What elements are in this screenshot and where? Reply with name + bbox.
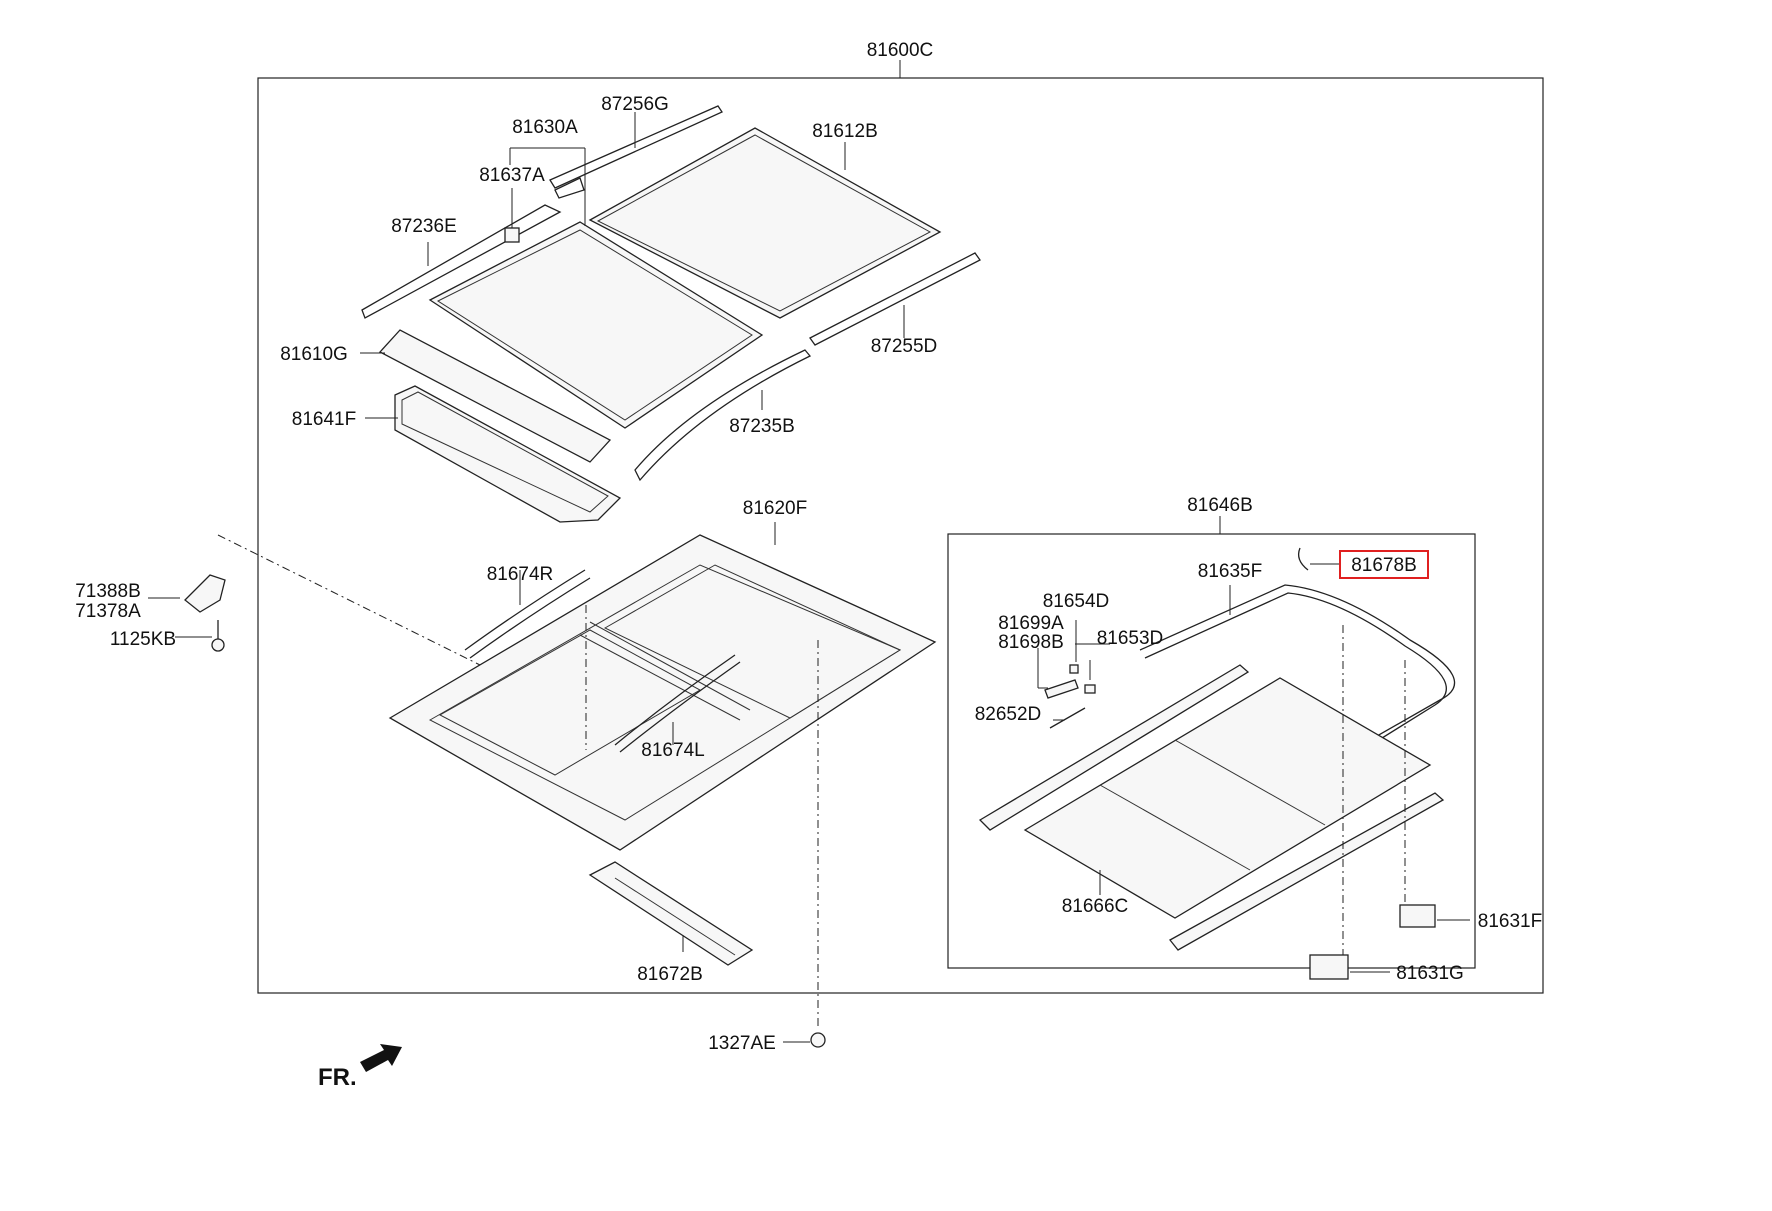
label-81631g: 81631G [1396, 963, 1464, 984]
fr-label: FR. [318, 1064, 357, 1091]
label-81637a: 81637A [479, 165, 545, 186]
label-81653d: 81653D [1097, 628, 1164, 649]
cable-82652d [1049, 707, 1086, 729]
label-1327ae: 1327AE [708, 1033, 776, 1054]
label-87255d: 87255D [871, 336, 938, 357]
front-direction-marker: FR. [318, 1044, 402, 1091]
motor-81631f [1399, 904, 1436, 928]
label-81646b: 81646B [1187, 495, 1253, 516]
label-81674r: 81674R [487, 564, 554, 585]
label-81678b[interactable]: 81678B [1351, 555, 1417, 576]
label-87235b: 87235B [729, 416, 795, 437]
label-71378a: 71378A [75, 601, 141, 622]
label-87236e: 87236E [391, 216, 457, 237]
weatherstrip-87255d [809, 252, 981, 346]
drain-hose-81674l [614, 654, 741, 753]
label-81674l: 81674L [641, 740, 704, 761]
roof-frame-81620f [388, 534, 937, 851]
sunshade-frame-81641f [394, 385, 622, 523]
trim-87235b [634, 349, 812, 482]
label-81612b: 81612B [812, 121, 878, 142]
deflector-81610g [378, 329, 612, 463]
drain-hose-81674r [464, 569, 591, 659]
sunroof-mechanism-frame-81635f [1139, 584, 1456, 787]
label-81610g: 81610G [280, 344, 348, 365]
label-87256g: 87256G [601, 94, 669, 115]
sub-assembly-frame [947, 533, 1476, 969]
fr-arrow-icon [360, 1044, 402, 1072]
connector-81653d [1084, 684, 1096, 694]
clip-81637a [504, 227, 520, 243]
label-81600c: 81600C [867, 40, 934, 61]
label-1125kb: 1125KB [110, 629, 176, 650]
label-82652d: 82652D [975, 704, 1042, 725]
motor-81631g [1309, 954, 1349, 980]
label-81654d: 81654D [1043, 591, 1110, 612]
label-81698b: 81698B [998, 632, 1064, 653]
label-71388b: 71388B [75, 581, 141, 602]
label-81672b: 81672B [637, 964, 703, 985]
bracket-71388b [184, 574, 226, 613]
roof-glass-rear [588, 127, 942, 319]
label-81635f: 81635F [1198, 561, 1262, 582]
label-81620f: 81620F [743, 498, 807, 519]
bolt-1125kb [211, 620, 225, 652]
sunshade-81666c [1023, 677, 1432, 919]
label-81631f: 81631F [1478, 911, 1542, 932]
label-81699a: 81699A [998, 613, 1064, 634]
guide-rail-right [1169, 792, 1445, 951]
nut-1327ae [810, 1032, 826, 1048]
alignment-lines [217, 534, 1406, 1030]
weatherstrip-87256g [549, 105, 723, 199]
connector-81678b [1297, 547, 1309, 571]
roof-glass-front [428, 221, 764, 429]
bracket-81698b [1044, 679, 1079, 699]
weatherstrip-87236e [361, 204, 562, 319]
guide-rail-left [978, 664, 1250, 831]
label-81641f: 81641F [292, 409, 356, 430]
highlight-box-81678b [1339, 550, 1429, 579]
label-81666c: 81666C [1062, 896, 1129, 917]
bracket-81699a [1069, 664, 1079, 674]
label-81630a: 81630A [512, 117, 578, 138]
bracket-81672b [588, 861, 754, 966]
leader-lines [148, 112, 1470, 1043]
